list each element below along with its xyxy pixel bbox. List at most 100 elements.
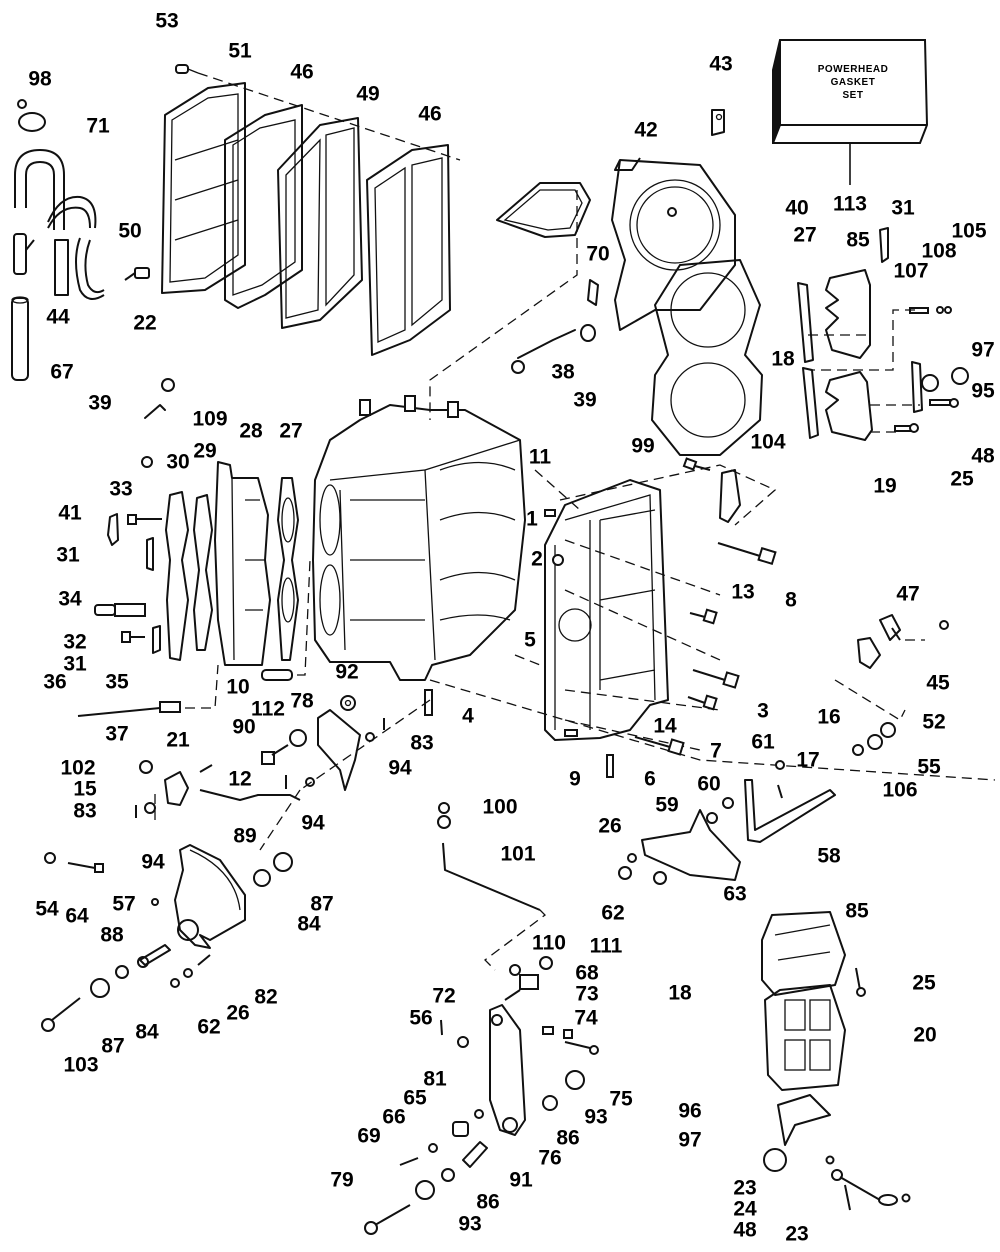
washer-66 <box>428 1143 438 1153</box>
callout-73: 73 <box>575 983 598 1006</box>
link-58 <box>744 779 836 843</box>
clip-17 <box>777 784 783 799</box>
callout-39: 39 <box>88 392 111 415</box>
gasket-46-a <box>224 104 303 309</box>
callout-90: 90 <box>232 716 255 739</box>
callout-89: 89 <box>233 825 256 848</box>
callout-19: 19 <box>873 475 896 498</box>
callout-7: 7 <box>710 740 722 763</box>
screw-69 <box>399 1157 419 1166</box>
nut-86-b <box>441 1168 455 1182</box>
fitting-44 <box>13 233 35 275</box>
box-label-line-1: POWERHEAD <box>818 64 889 75</box>
gasket-18-lower <box>802 367 819 439</box>
sleeve-88 <box>137 944 171 968</box>
callout-54: 54 <box>35 898 59 921</box>
callout-81: 81 <box>423 1068 447 1091</box>
assembly-line <box>834 639 925 721</box>
callout-22: 22 <box>133 312 156 335</box>
callout-82: 82 <box>254 986 277 1009</box>
callout-64: 64 <box>65 905 89 928</box>
nut-74 <box>563 1029 573 1039</box>
callout-45: 45 <box>926 672 950 695</box>
callout-72: 72 <box>432 985 455 1008</box>
screw-25-lower <box>855 967 866 997</box>
callout-101: 101 <box>500 843 535 866</box>
bracket-43 <box>711 109 725 136</box>
callout-12: 12 <box>228 768 251 791</box>
washer-92 <box>340 695 356 711</box>
callout-70: 70 <box>586 243 609 266</box>
screw-47 <box>939 620 949 630</box>
callout-25: 25 <box>912 972 936 995</box>
callout-96: 96 <box>678 1100 701 1123</box>
callout-66: 66 <box>382 1106 405 1129</box>
callout-108: 108 <box>921 240 956 263</box>
head-gasket-27 <box>651 259 763 456</box>
callout-65: 65 <box>403 1087 427 1110</box>
callout-31: 31 <box>63 653 87 676</box>
callout-105: 105 <box>951 220 986 243</box>
pin-21 <box>199 764 213 773</box>
assembly-line <box>154 464 996 851</box>
cylinder-head-40 <box>611 157 736 331</box>
callout-100: 100 <box>482 796 517 819</box>
nuts-62-26-upper <box>618 853 667 885</box>
clip-70 <box>587 279 599 306</box>
callout-42: 42 <box>634 119 657 142</box>
assembly-line <box>808 309 920 433</box>
callout-85: 85 <box>846 229 870 252</box>
callout-25: 25 <box>950 468 974 491</box>
wire-35 <box>77 701 181 717</box>
washer-81 <box>474 1109 484 1119</box>
bracket-78 <box>317 709 361 791</box>
bolt-79 <box>364 1204 411 1235</box>
callout-49: 49 <box>356 83 379 106</box>
callout-40: 40 <box>785 197 808 220</box>
switch-45 <box>879 614 901 641</box>
plate-31 <box>879 227 889 263</box>
callout-48: 48 <box>733 1219 757 1242</box>
callout-36: 36 <box>43 671 66 694</box>
nut-102 <box>139 760 153 774</box>
callout-17: 17 <box>796 749 819 772</box>
callout-9: 9 <box>569 768 581 791</box>
washers-62-26-lower <box>170 954 211 988</box>
screw-90 <box>261 744 289 765</box>
callout-85: 85 <box>845 900 869 923</box>
screw-75 <box>564 1041 599 1055</box>
screw-25 <box>894 423 919 433</box>
tube-67 <box>11 296 29 381</box>
hose-38 <box>511 324 596 374</box>
sleeve-91 <box>462 1141 488 1168</box>
callout-48: 48 <box>971 445 995 468</box>
callout-84: 84 <box>297 913 321 936</box>
callout-52: 52 <box>922 711 945 734</box>
pin-9 <box>564 729 578 737</box>
callout-87: 87 <box>310 893 333 916</box>
callout-97: 97 <box>678 1129 701 1152</box>
bolt-8 <box>717 542 777 566</box>
crankcase <box>312 395 526 681</box>
callout-69: 69 <box>357 1125 380 1148</box>
sensor-34 <box>94 603 146 617</box>
crankcase-cover <box>544 479 669 741</box>
callout-53: 53 <box>155 10 178 33</box>
callout-83: 83 <box>410 732 433 755</box>
callout-94: 94 <box>301 812 325 835</box>
nut-54 <box>44 852 56 864</box>
callout-18: 18 <box>668 982 692 1005</box>
spring-73 <box>542 1026 554 1035</box>
callout-47: 47 <box>896 583 919 606</box>
callout-63: 63 <box>723 883 746 906</box>
dowel-10 <box>261 669 293 681</box>
assembly-line <box>429 190 578 420</box>
bolt-14 <box>687 694 718 711</box>
callout-37: 37 <box>105 723 128 746</box>
nuts-84-87 <box>90 852 293 998</box>
callout-51: 51 <box>228 40 252 63</box>
screw-33 <box>127 514 162 525</box>
bracket-96 <box>777 1094 831 1146</box>
assembly-line <box>197 72 461 161</box>
